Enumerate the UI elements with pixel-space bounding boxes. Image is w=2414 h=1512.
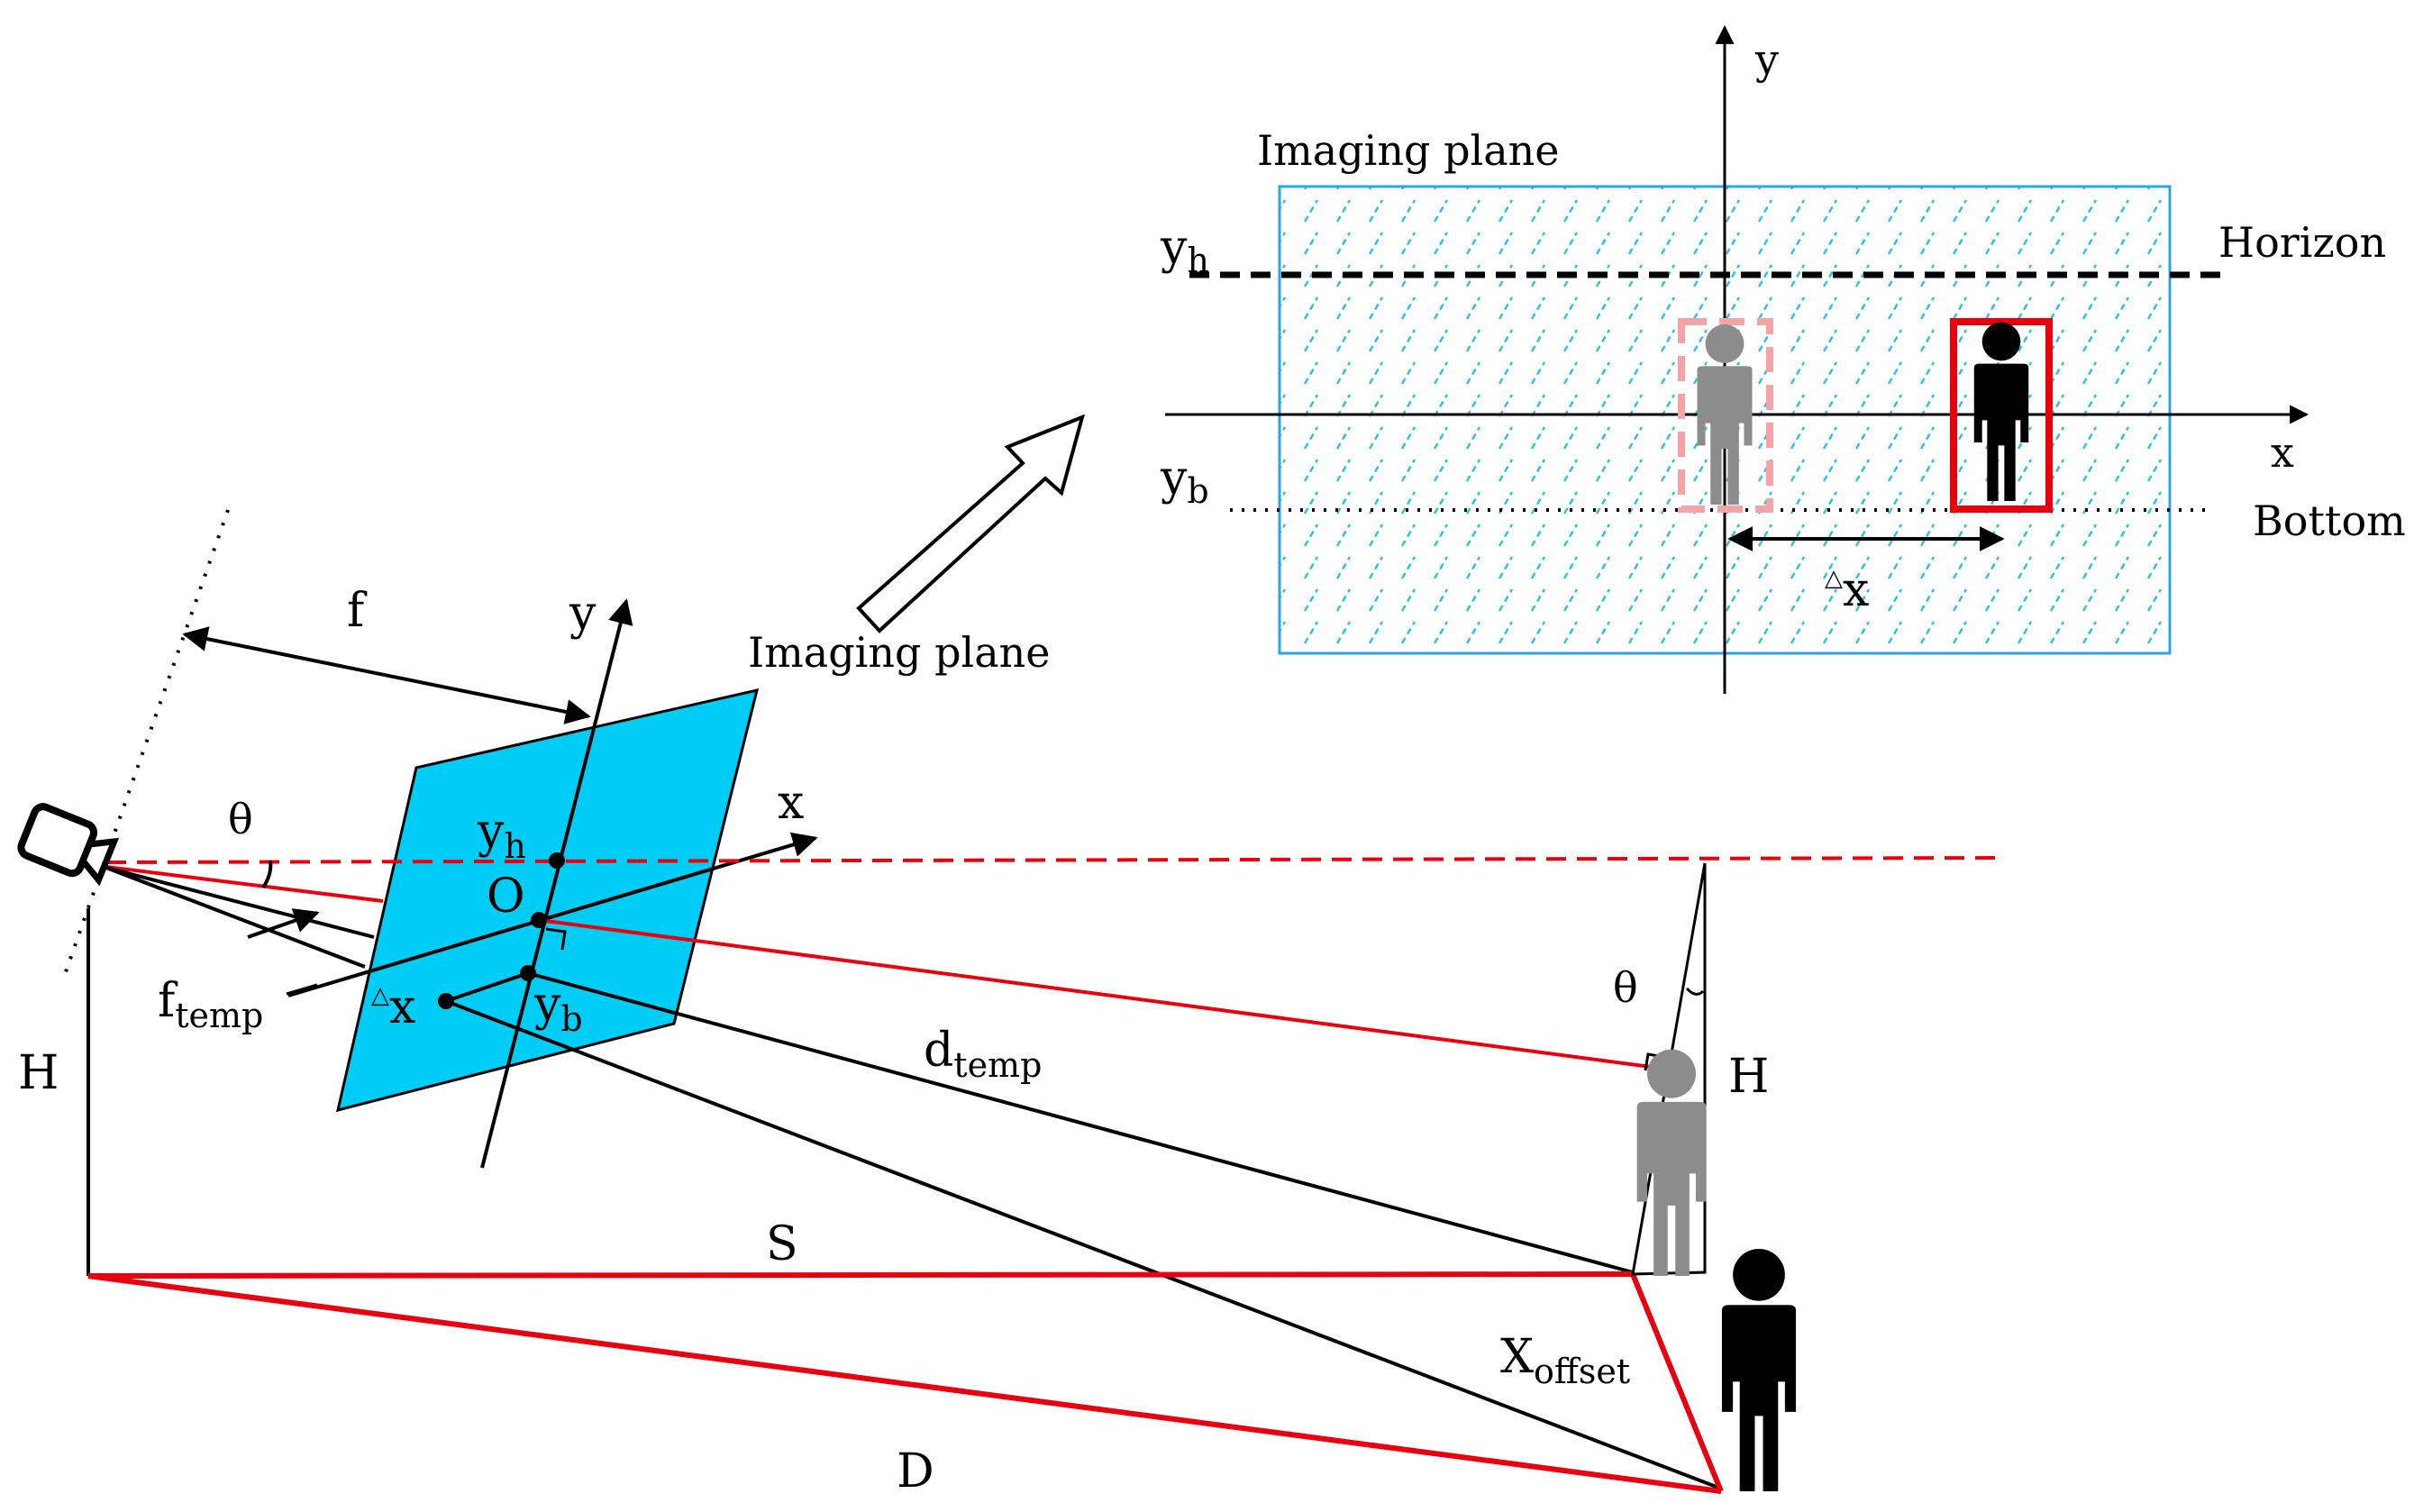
s-label: S [766,1217,798,1271]
delta-x-point [438,993,454,1009]
origin-label: O [487,870,525,924]
horizon-red-dashed-line [105,856,2003,864]
focal-length-arrow [182,626,591,724]
ftemp-label: ftemp [158,974,263,1035]
camera-ray-black-1 [105,866,375,939]
inset-imaging-plane: Imaging plane y x yh Horizon yb Bottom △… [1160,24,2406,694]
yh-label: yh [477,805,526,866]
inset-yh-label: yh [1160,221,1209,280]
gray-person-icon [1636,1049,1707,1276]
camera-to-plane-red-line [105,865,384,903]
camera-height-label: H [18,1046,59,1100]
camera-ray-black-2 [105,866,366,969]
right-angle-marker-origin [545,927,567,951]
camera-dotted-line [61,509,230,980]
yb-point [520,965,536,981]
yh-point [549,852,565,869]
imaging-plane-label: Imaging plane [748,628,1051,677]
delta-x-label: △x [371,980,415,1034]
ftemp-pointer-line [286,983,318,996]
dtemp-line [527,971,1634,1274]
yb-label: yb [533,978,583,1039]
d-ground-line [87,1273,1722,1494]
main-diagram: f y x Imaging plane ftemp dtemp [17,509,2003,1498]
camera-theta-arc [261,860,273,889]
inset-faded-person-box [1678,318,1773,513]
inset-x-axis-label: x [2271,428,2294,477]
focal-length-label: f [347,584,368,638]
pointer-arrow-icon [856,414,1085,633]
inset-y-axis-label: y [1754,35,1779,84]
imaging-plane-shape [335,688,760,1113]
xoffset-line [1630,1272,1724,1493]
d-label: D [897,1444,934,1498]
delta-x-to-yb-line [445,971,529,1003]
xoffset-label: Xoffset [1500,1330,1630,1391]
optical-axis-red-line [538,918,1665,1070]
person-theta-label: θ [1613,963,1638,1012]
person-height-label: H [1728,1050,1769,1104]
inset-yb-label: yb [1160,451,1209,511]
dtemp-label: dtemp [924,1024,1042,1085]
ftemp-arrow [247,908,320,939]
inset-title: Imaging plane [1257,126,1560,175]
plane-y-axis-label: y [569,587,597,641]
inset-bottom-label: Bottom [2253,496,2406,545]
delta-x-ray-line [445,999,1722,1490]
person-theta-arc [1685,987,1705,996]
black-person-icon [1721,1248,1797,1491]
camera-theta-label: θ [228,795,253,843]
s-ground-line [87,1271,1634,1279]
origin-point [531,912,547,928]
inset-delta-x-label: △x [1825,563,1869,617]
inset-detected-person-box [1950,318,2053,513]
plane-x-axis-label: x [778,776,804,830]
inset-horizon-label: Horizon [2218,218,2386,267]
camera-icon [17,803,120,887]
plane-y-axis [480,598,633,1169]
plane-x-axis [287,832,818,997]
